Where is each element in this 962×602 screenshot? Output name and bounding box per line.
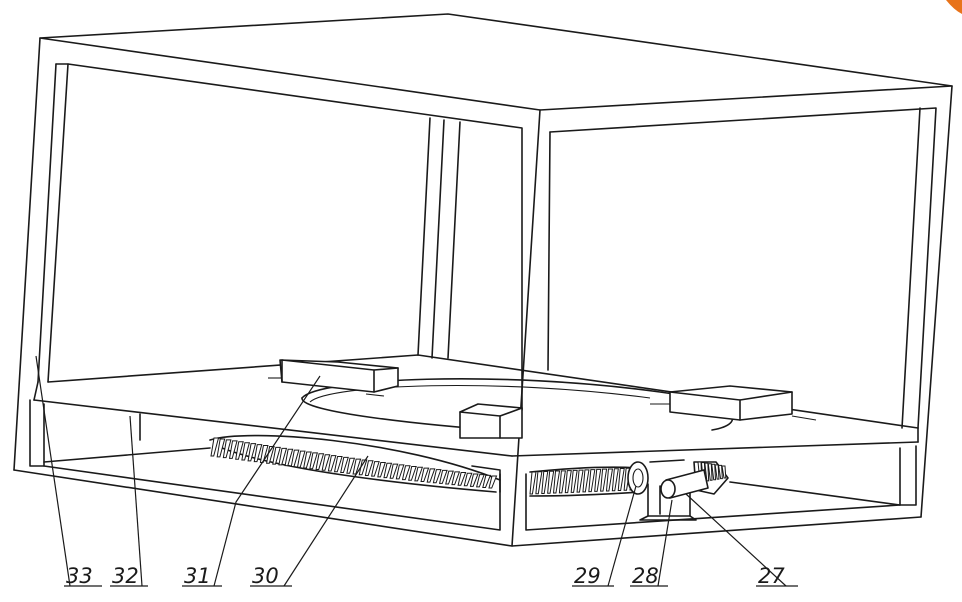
gear-tooth bbox=[432, 469, 442, 484]
gear-tooth bbox=[383, 462, 393, 479]
gear-tooth bbox=[547, 470, 555, 494]
gear-tooth bbox=[588, 469, 596, 493]
large-bevel-gear bbox=[209, 434, 501, 493]
gear-tooth bbox=[420, 467, 430, 483]
leader-31 bbox=[213, 375, 321, 587]
gear-tooth bbox=[582, 469, 590, 493]
gear-tooth bbox=[564, 470, 572, 494]
leader-32 bbox=[129, 415, 143, 587]
gear-tooth bbox=[377, 461, 386, 478]
gear-tooth bbox=[711, 463, 717, 481]
gear-tooth bbox=[321, 454, 331, 471]
corner-accent-mark bbox=[946, 0, 962, 14]
gear-tooth bbox=[469, 473, 479, 487]
leader-lines bbox=[35, 355, 787, 587]
slider-block-left bbox=[268, 359, 399, 397]
gear-tooth bbox=[438, 469, 448, 484]
leader-30 bbox=[283, 455, 369, 587]
gear-tooth bbox=[714, 464, 720, 480]
gear-tooth bbox=[414, 466, 424, 482]
leader-33 bbox=[35, 355, 71, 587]
gear-tooth bbox=[408, 466, 417, 481]
gear-tooth bbox=[600, 468, 608, 492]
gear-tooth bbox=[552, 470, 561, 494]
gear-tooth bbox=[253, 444, 263, 463]
gear-tooth bbox=[327, 455, 337, 472]
label-32: 32 bbox=[112, 564, 139, 588]
gear-tooth bbox=[235, 441, 244, 460]
gear-tooth bbox=[482, 474, 492, 488]
gear-tooth bbox=[315, 453, 325, 471]
gear-tooth bbox=[395, 464, 405, 480]
gear-tooth bbox=[457, 472, 467, 486]
label-31: 31 bbox=[184, 564, 211, 588]
gear-tooth bbox=[445, 470, 454, 485]
gear-tooth bbox=[721, 465, 727, 479]
gear-tooth bbox=[401, 465, 411, 481]
gear-tooth bbox=[364, 460, 374, 476]
gear-tooth bbox=[290, 449, 300, 467]
gear-tooth bbox=[241, 442, 251, 461]
gear-tooth bbox=[340, 456, 349, 474]
drive-shaft bbox=[660, 469, 709, 499]
label-27: 27 bbox=[758, 564, 785, 588]
leader-29 bbox=[607, 485, 637, 587]
gear-tooth bbox=[309, 452, 319, 470]
slider-block-middle bbox=[459, 403, 523, 439]
gear-tooth bbox=[222, 439, 232, 459]
pinion-gear bbox=[627, 459, 685, 495]
label-29: 29 bbox=[574, 564, 601, 588]
gear-tooth bbox=[617, 467, 625, 491]
slider-block-right bbox=[650, 385, 817, 421]
gear-tooth bbox=[272, 446, 281, 465]
gear-tooth bbox=[611, 468, 619, 492]
label-33: 33 bbox=[66, 564, 93, 588]
gear-tooth bbox=[704, 462, 710, 482]
gear-tooth bbox=[451, 471, 461, 486]
label-30: 30 bbox=[252, 564, 279, 588]
leader-27 bbox=[685, 493, 787, 587]
gear-tooth bbox=[529, 471, 537, 495]
left-panel-window bbox=[37, 63, 523, 411]
gear-tooth bbox=[210, 437, 220, 457]
gear-tooth bbox=[541, 471, 549, 495]
gear-tooth bbox=[296, 450, 306, 468]
gear-tooth bbox=[284, 448, 294, 467]
gear-tooth bbox=[426, 468, 436, 483]
gear-tooth bbox=[717, 464, 723, 480]
gear-tooth bbox=[333, 455, 343, 473]
gear-tooth bbox=[228, 440, 238, 459]
gear-tooth bbox=[558, 470, 567, 494]
label-28: 28 bbox=[632, 564, 659, 588]
gear-tooth bbox=[488, 475, 498, 489]
gear-tooth bbox=[389, 463, 399, 479]
gear-tooth bbox=[463, 472, 473, 487]
gear-tooth bbox=[216, 438, 226, 458]
gear-tooth bbox=[346, 457, 356, 474]
gear-tooth bbox=[605, 468, 614, 492]
gear-tooth bbox=[371, 461, 380, 477]
gear-tooth bbox=[707, 463, 713, 481]
right-bevel-gear bbox=[529, 466, 641, 497]
gear-tooth bbox=[576, 469, 584, 493]
gear-tooth bbox=[476, 474, 485, 488]
gear-tooth bbox=[570, 469, 578, 493]
leader-28 bbox=[657, 499, 673, 587]
outer-frame bbox=[13, 13, 953, 547]
gear-tooth bbox=[594, 468, 602, 492]
gear-tooth bbox=[535, 471, 543, 495]
right-panel-window bbox=[547, 107, 937, 429]
gear-tooth bbox=[303, 451, 312, 469]
gear-tooth bbox=[259, 445, 269, 463]
gear-tooth bbox=[247, 443, 257, 462]
gear-tooth bbox=[278, 447, 288, 466]
